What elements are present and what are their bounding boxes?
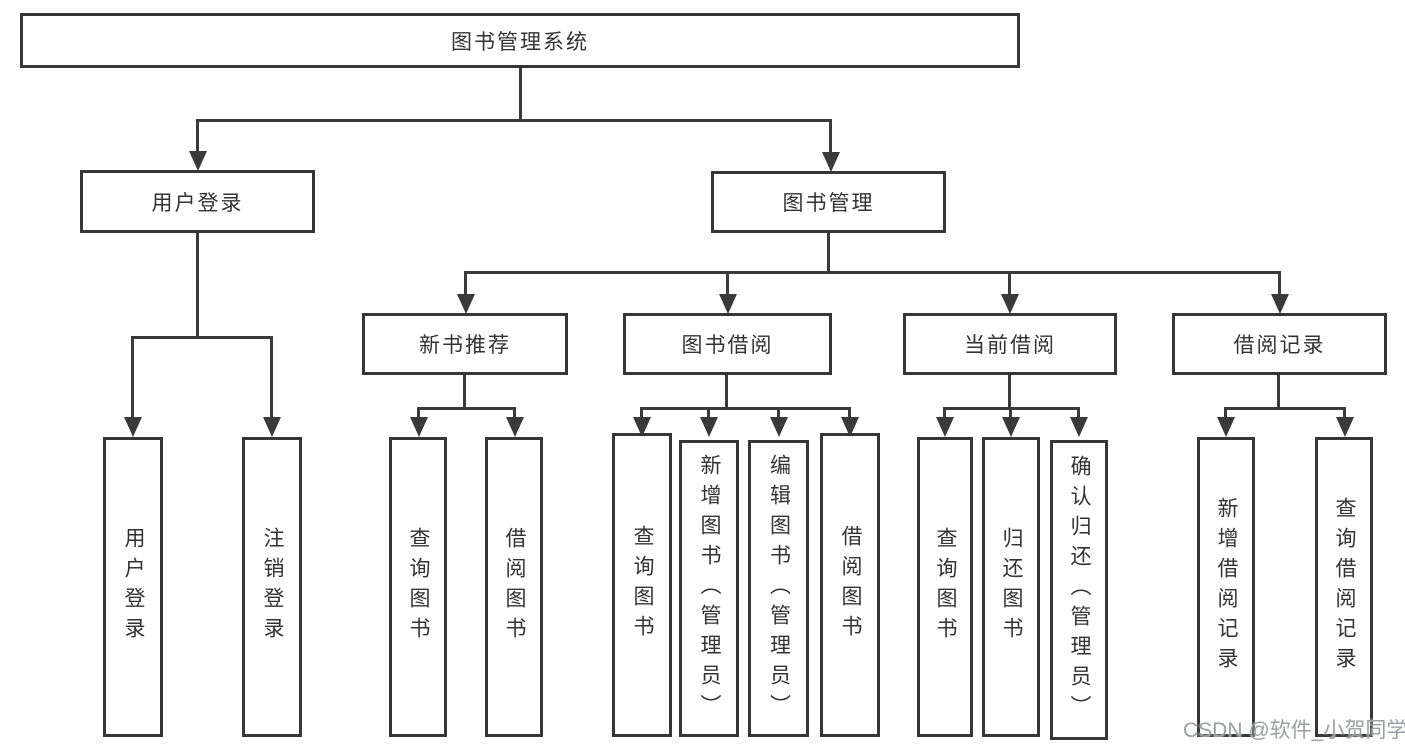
connector-bookmgmt-bar	[464, 271, 1281, 274]
node-user-login-label: 用户登录	[151, 191, 244, 215]
arrow-down-icon	[457, 294, 475, 314]
connector-userlogin-bar	[131, 336, 272, 339]
arrow-down-icon	[770, 417, 788, 437]
connector-drop-current-borrow	[1008, 271, 1011, 295]
node-new-book-recommend: 新书推荐	[362, 313, 568, 375]
arrow-down-icon	[1336, 417, 1354, 437]
leaf-edit-book-admin: 编辑图书（管理员）	[748, 440, 809, 737]
node-current-borrow-label: 当前借阅	[964, 334, 1056, 357]
leaf-query-books-recommend-label: 查询图书	[407, 527, 430, 647]
leaf-confirm-return-admin-label: 确认归还（管理员）	[1068, 455, 1091, 725]
node-root-label: 图书管理系统	[451, 30, 589, 54]
arrow-down-icon	[633, 417, 651, 437]
watermark: CSDN @软件_小贺同学	[1183, 719, 1405, 742]
arrow-down-icon	[841, 417, 859, 437]
connector-drop-user-login	[196, 119, 199, 153]
arrow-down-icon	[1271, 294, 1289, 314]
leaf-borrow-books-borrow-label: 借阅图书	[839, 525, 862, 645]
leaf-logout-login-label: 注销登录	[261, 527, 284, 647]
node-new-book-recommend-label: 新书推荐	[419, 334, 511, 357]
node-book-management: 图书管理	[711, 171, 946, 233]
arrow-down-icon	[1001, 294, 1019, 314]
connector-drop	[1009, 407, 1012, 419]
arrow-down-icon	[700, 417, 718, 437]
connector-drop	[417, 407, 420, 419]
leaf-query-books-recommend: 查询图书	[389, 437, 447, 737]
node-book-borrow: 图书借阅	[623, 313, 832, 375]
arrow-down-icon	[822, 152, 840, 172]
connector-drop-borrow-records	[1278, 271, 1281, 295]
connector-newbook-stem	[463, 375, 466, 407]
connector-userlogin-stem	[196, 233, 199, 336]
leaf-add-borrow-record: 新增借阅记录	[1197, 437, 1255, 737]
connector-drop-new-book	[464, 271, 467, 295]
connector-drop-book-borrow	[726, 271, 729, 295]
arrow-down-icon	[1002, 417, 1020, 437]
leaf-return-book-label: 归还图书	[1000, 527, 1023, 647]
leaf-query-books-borrow-label: 查询图书	[631, 525, 654, 645]
connector-drop	[943, 407, 946, 419]
leaf-add-book-admin: 新增图书（管理员）	[679, 440, 739, 737]
connector-drop	[1224, 407, 1227, 419]
connector-drop	[777, 407, 780, 419]
connector-currentborrow-stem	[1008, 375, 1011, 407]
connector-drop	[513, 407, 516, 419]
connector-root-stem	[519, 68, 522, 119]
connector-bookmgmt-stem	[827, 233, 830, 271]
arrow-down-icon	[936, 417, 954, 437]
connector-root-bar	[196, 119, 832, 122]
node-book-borrow-label: 图书借阅	[681, 334, 774, 357]
leaf-query-books-current-label: 查询图书	[934, 527, 957, 647]
connector-drop	[1077, 407, 1080, 419]
leaf-borrow-books-borrow: 借阅图书	[820, 433, 880, 737]
leaf-borrow-books-recommend: 借阅图书	[485, 437, 543, 737]
leaf-query-books-current: 查询图书	[917, 437, 973, 737]
arrow-down-icon	[506, 417, 524, 437]
arrow-down-icon	[189, 151, 207, 171]
arrow-down-icon	[263, 417, 281, 437]
connector-bookborrow-stem	[725, 375, 728, 407]
arrow-down-icon	[410, 417, 428, 437]
arrow-down-icon	[1070, 417, 1088, 437]
node-borrow-records-label: 借阅记录	[1233, 334, 1326, 357]
connector-drop	[640, 407, 643, 419]
node-borrow-records: 借阅记录	[1172, 313, 1387, 375]
node-current-borrow: 当前借阅	[903, 313, 1117, 375]
connector-drop	[707, 407, 710, 419]
connector-borrowrecords-stem	[1277, 375, 1280, 407]
connector-drop	[1343, 407, 1346, 419]
connector-drop-book-management	[829, 119, 832, 153]
connector-borrowrecords-bar	[1224, 407, 1345, 410]
leaf-return-book: 归还图书	[982, 437, 1040, 737]
node-user-login: 用户登录	[80, 170, 315, 233]
arrow-down-icon	[1217, 417, 1235, 437]
leaf-edit-book-admin-label: 编辑图书（管理员）	[767, 453, 791, 724]
leaf-query-books-borrow: 查询图书	[612, 433, 672, 737]
leaf-confirm-return-admin: 确认归还（管理员）	[1050, 440, 1108, 740]
leaf-user-login-label: 用户登录	[122, 527, 145, 647]
connector-bookborrow-bar	[640, 407, 851, 410]
connector-drop-leaf-logout	[270, 336, 273, 418]
leaf-query-borrow-record-label: 查询借阅记录	[1333, 497, 1356, 677]
connector-newbook-bar	[417, 407, 516, 410]
connector-drop-leaf-user-login	[131, 336, 134, 418]
leaf-user-login: 用户登录	[103, 437, 163, 737]
arrow-down-icon	[124, 417, 142, 437]
leaf-add-book-admin-label: 新增图书（管理员）	[698, 453, 721, 724]
leaf-borrow-books-recommend-label: 借阅图书	[503, 527, 526, 647]
leaf-query-borrow-record: 查询借阅记录	[1315, 437, 1373, 737]
leaf-add-borrow-record-label: 新增借阅记录	[1215, 497, 1238, 677]
arrow-down-icon	[719, 294, 737, 314]
leaf-logout-login: 注销登录	[242, 437, 302, 737]
node-book-management-label: 图书管理	[782, 192, 875, 215]
connector-drop	[848, 407, 851, 419]
node-root: 图书管理系统	[20, 13, 1020, 68]
